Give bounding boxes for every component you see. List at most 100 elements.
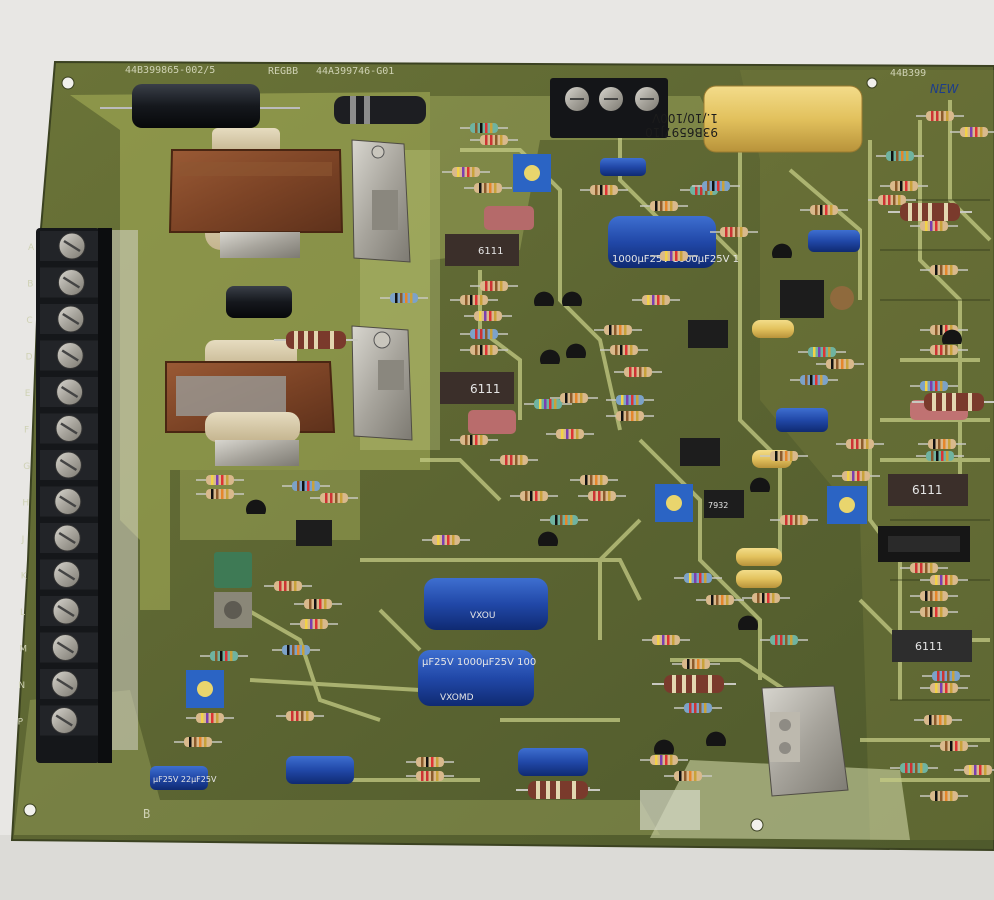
resistor	[642, 635, 690, 645]
terminal-screw	[40, 632, 98, 663]
resistor	[470, 281, 518, 291]
resistor	[550, 393, 598, 403]
box-capacitor	[468, 410, 516, 434]
resistor	[910, 607, 958, 617]
terminal-screw	[40, 450, 98, 480]
electrolytic-capacitor-blue: µF25V 1000µF25V 100 VXOMD	[418, 650, 536, 706]
resistor	[580, 185, 628, 195]
transistor	[540, 349, 560, 364]
resistor	[200, 651, 248, 661]
resistor	[272, 645, 320, 655]
resistor	[470, 135, 518, 145]
terminal-letter: C	[26, 316, 32, 326]
terminal-screw	[40, 231, 98, 261]
ic-label: 6111	[478, 246, 503, 257]
ic-label: 6111	[470, 382, 501, 396]
power-resistor	[652, 675, 736, 693]
resistor	[930, 741, 978, 751]
resistor	[510, 491, 558, 501]
transistor	[566, 343, 586, 358]
transistor	[654, 739, 674, 754]
heatsink-bracket	[761, 685, 849, 797]
resistor	[196, 489, 244, 499]
handwritten-marking: NEW	[930, 82, 960, 96]
resistor	[310, 493, 358, 503]
resistor	[540, 515, 588, 525]
resistor	[790, 375, 838, 385]
resistor	[880, 181, 928, 191]
terminal-letter: A	[28, 243, 35, 253]
resistor	[640, 201, 688, 211]
transistor	[772, 243, 792, 258]
electrolytic-capacitor-blue: VXOU	[424, 578, 548, 630]
board-model: REGBB	[268, 66, 298, 77]
ic-label: 6111	[912, 483, 943, 497]
resistor	[490, 455, 538, 465]
terminal-letter: P	[18, 718, 24, 728]
resistor	[546, 429, 594, 439]
transformer-lower	[165, 340, 336, 466]
power-resistor	[888, 203, 972, 221]
resistor	[918, 439, 966, 449]
resistor	[606, 411, 654, 421]
trimmer-potentiometer	[827, 486, 867, 524]
terminal-letter: M	[19, 645, 27, 655]
terminal-screw	[40, 377, 98, 407]
opamp-label: 7932	[708, 501, 728, 510]
resistor	[594, 325, 642, 335]
transistors	[246, 243, 962, 754]
resistor	[916, 451, 964, 461]
ic-chip: 6111	[888, 474, 968, 506]
electrolytic-capacitor-blue-small	[600, 158, 646, 176]
resistor	[464, 311, 512, 321]
film-capacitor: 1./10/100V 93B6597J10	[645, 85, 863, 153]
capacitor-rating: µF25V 22µF25V	[153, 775, 217, 784]
resistor	[196, 475, 244, 485]
voltage-regulator	[780, 280, 854, 318]
yellow-capacitor	[752, 320, 794, 338]
resistor	[672, 659, 720, 669]
resistor	[460, 329, 508, 339]
board-part-number: 44B399865-002/5	[125, 65, 215, 76]
resistor	[460, 345, 508, 355]
mounting-hole	[61, 76, 75, 90]
resistor	[294, 599, 342, 609]
electrolytic-capacitor-blue-small: µF25V 22µF25V	[150, 766, 217, 790]
resistor	[380, 293, 428, 303]
resistor	[632, 295, 680, 305]
resistor	[800, 205, 848, 215]
resistor	[578, 491, 626, 501]
power-terminal-block	[550, 78, 668, 138]
resistor	[696, 595, 744, 605]
resistor	[868, 195, 916, 205]
resistor	[282, 481, 330, 491]
transistor	[246, 499, 266, 514]
terminal-screw	[40, 596, 98, 626]
mounting-hole	[866, 77, 878, 89]
resistor	[664, 771, 712, 781]
resistor	[450, 295, 498, 305]
resistor	[186, 713, 234, 723]
resistor	[836, 439, 884, 449]
mounting-hole	[750, 818, 764, 832]
ic-chip: 6111	[445, 234, 519, 266]
resistor	[442, 167, 490, 177]
resistor	[524, 399, 572, 409]
resistor	[876, 151, 924, 161]
terminal-letter: E	[25, 389, 31, 399]
resistor	[450, 435, 498, 445]
terminal-screw	[40, 267, 98, 298]
resistor	[742, 593, 790, 603]
ic-socket	[878, 526, 970, 562]
resistor	[920, 791, 968, 801]
board-serial-marking: 44B399	[890, 68, 926, 79]
resistor	[910, 221, 958, 231]
resistor	[710, 227, 758, 237]
terminal-letter: D	[26, 353, 33, 363]
electrolytic-capacitor-blue-small	[518, 748, 588, 776]
electrolytic-capacitor-black	[100, 84, 300, 128]
resistor	[614, 367, 662, 377]
heatsink-bracket	[351, 139, 411, 263]
electrolytic-capacitor-blue-small	[808, 230, 860, 252]
